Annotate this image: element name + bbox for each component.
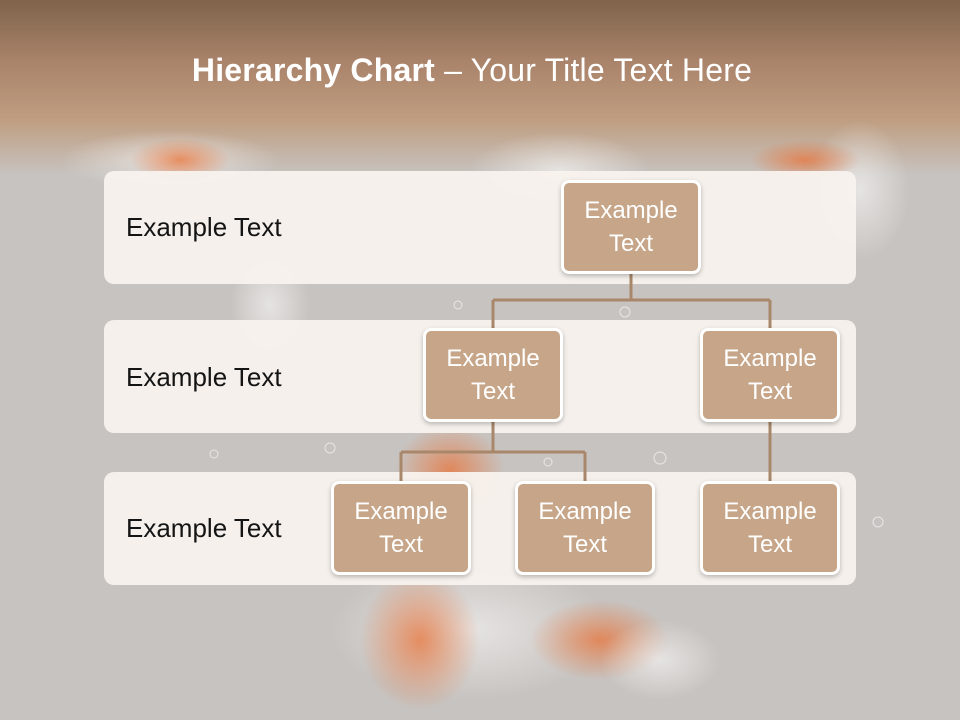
row-label-1: Example Text [126,212,282,242]
node-root[interactable]: Example Text [561,180,701,274]
level-row-1 [104,171,856,284]
connector-root-to-level2 [491,274,772,330]
node-level3-middle[interactable]: Example Text [515,481,655,575]
row-label-3: Example Text [126,513,282,543]
connector-level2-left-to-level3 [399,421,587,482]
node-level3-right[interactable]: Example Text [700,481,840,575]
node-level2-right[interactable]: Example Text [700,328,840,422]
slide-title: Hierarchy Chart – Your Title Text Here [0,52,944,89]
title-rest-part: Your Title Text Here [470,52,753,88]
node-level3-left[interactable]: Example Text [331,481,471,575]
node-level2-left[interactable]: Example Text [423,328,563,422]
title-bold-part: Hierarchy Chart [191,52,435,88]
title-separator: – [435,52,471,88]
row-label-2: Example Text [126,362,282,392]
